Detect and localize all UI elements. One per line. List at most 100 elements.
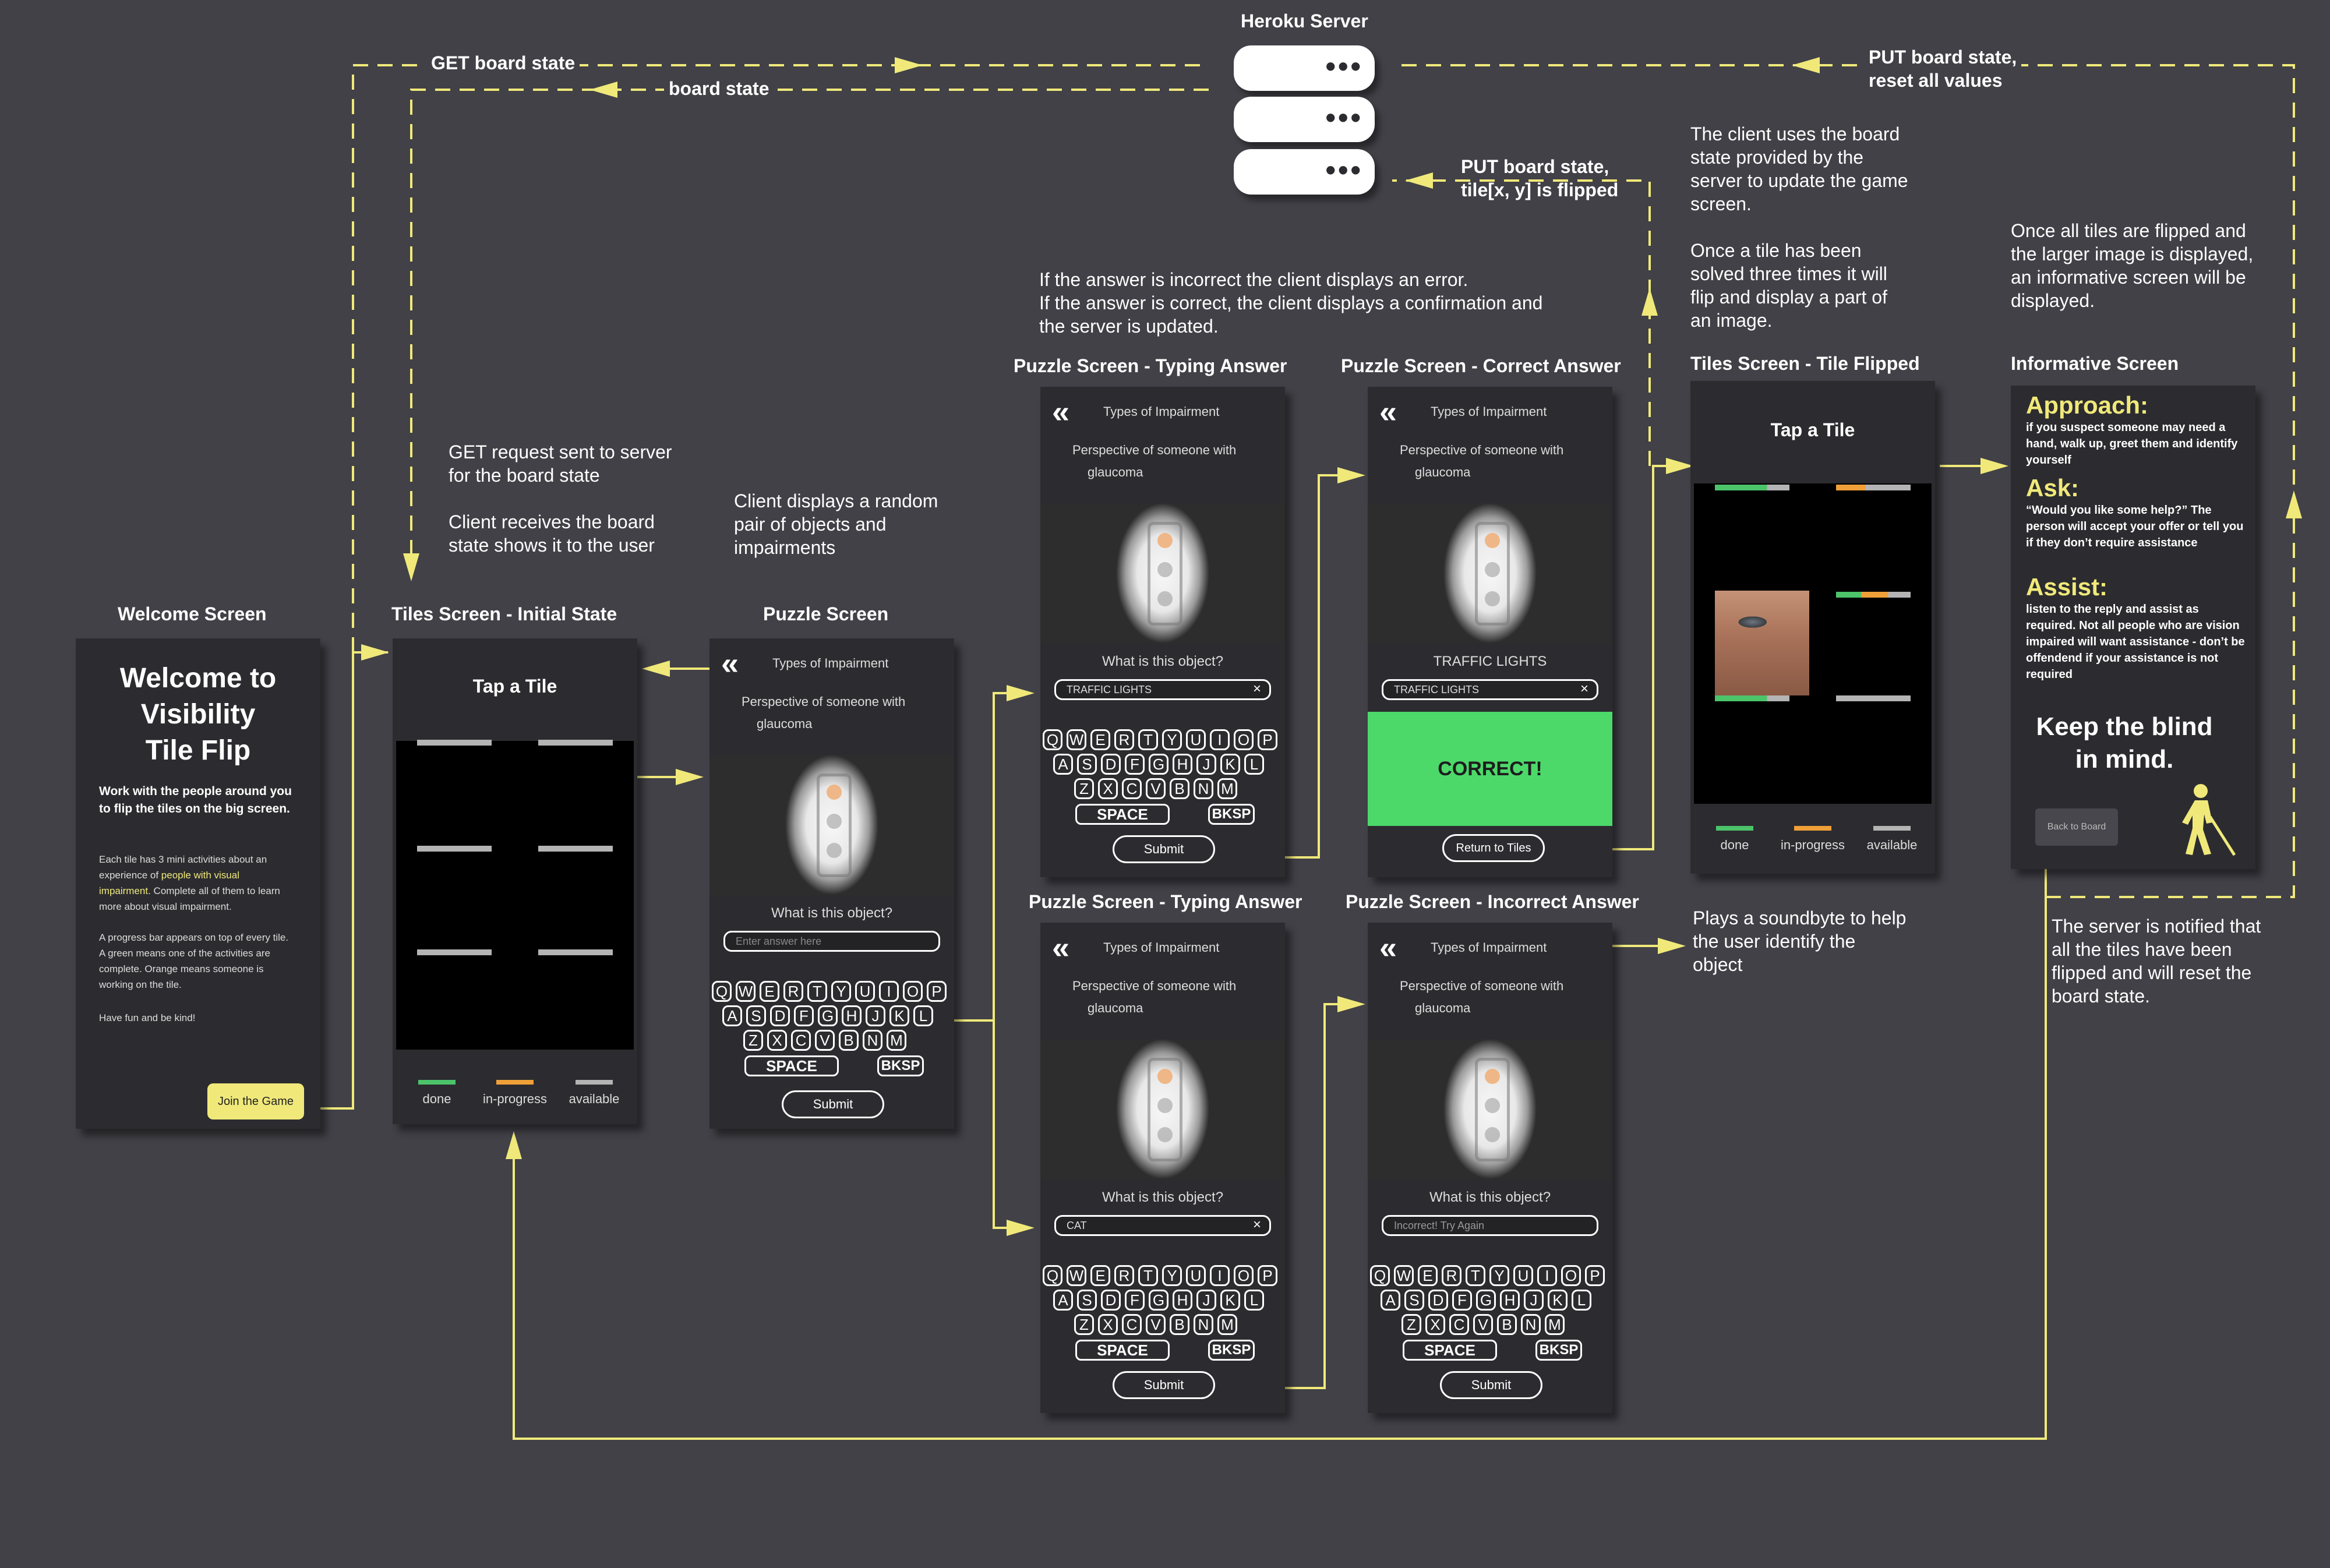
keyboard-key[interactable]: X bbox=[1098, 1314, 1118, 1335]
keyboard-key[interactable]: V bbox=[1146, 778, 1166, 799]
keyboard-key[interactable]: L bbox=[1572, 1290, 1591, 1311]
keyboard-key[interactable]: Z bbox=[1401, 1314, 1421, 1335]
keyboard-key[interactable]: K bbox=[1548, 1290, 1568, 1311]
keyboard-key[interactable]: N bbox=[1194, 1314, 1213, 1335]
back-to-board-button[interactable]: Back to Board bbox=[2035, 808, 2118, 846]
keyboard-key[interactable]: W bbox=[1067, 729, 1086, 750]
keyboard-key[interactable]: Y bbox=[1162, 1265, 1182, 1286]
keyboard-key[interactable]: Z bbox=[1074, 778, 1094, 799]
keyboard-key[interactable]: P bbox=[1258, 729, 1277, 750]
keyboard-space-key[interactable]: SPACE bbox=[1075, 1340, 1170, 1361]
keyboard-key[interactable]: K bbox=[1220, 1290, 1240, 1311]
keyboard-key[interactable]: Y bbox=[1162, 729, 1182, 750]
keyboard-key[interactable]: D bbox=[1101, 754, 1121, 775]
keyboard-space-key[interactable]: SPACE bbox=[744, 1055, 839, 1076]
keyboard-key[interactable]: Y bbox=[831, 981, 851, 1002]
keyboard-key[interactable]: G bbox=[1149, 754, 1168, 775]
keyboard-key[interactable]: B bbox=[1170, 1314, 1189, 1335]
keyboard-backspace-key[interactable]: BKSP bbox=[1208, 1340, 1255, 1361]
keyboard-key[interactable]: Y bbox=[1489, 1265, 1509, 1286]
keyboard-key[interactable]: U bbox=[1186, 1265, 1206, 1286]
keyboard-key[interactable]: S bbox=[1404, 1290, 1424, 1311]
keyboard-key[interactable]: C bbox=[1449, 1314, 1469, 1335]
keyboard-key[interactable]: V bbox=[1473, 1314, 1493, 1335]
keyboard-key[interactable]: O bbox=[1234, 1265, 1254, 1286]
keyboard-key[interactable]: F bbox=[794, 1005, 814, 1026]
submit-button[interactable]: Submit bbox=[782, 1090, 884, 1118]
keyboard-key[interactable]: N bbox=[1521, 1314, 1541, 1335]
keyboard-key[interactable]: V bbox=[815, 1030, 835, 1051]
keyboard-key[interactable]: E bbox=[760, 981, 779, 1002]
clear-x-icon[interactable]: × bbox=[1252, 1217, 1261, 1232]
keyboard-key[interactable]: K bbox=[889, 1005, 909, 1026]
keyboard-key[interactable]: B bbox=[1170, 778, 1189, 799]
back-chevron-icon[interactable]: « bbox=[1052, 930, 1069, 965]
keyboard-key[interactable]: A bbox=[722, 1005, 742, 1026]
keyboard-key[interactable]: S bbox=[1077, 754, 1097, 775]
keyboard-key[interactable]: P bbox=[1258, 1265, 1277, 1286]
return-to-tiles-button[interactable]: Return to Tiles bbox=[1442, 834, 1545, 862]
keyboard-key[interactable]: X bbox=[1425, 1314, 1445, 1335]
submit-button[interactable]: Submit bbox=[1113, 1371, 1215, 1399]
keyboard-key[interactable]: H bbox=[1500, 1290, 1520, 1311]
keyboard-key[interactable]: J bbox=[866, 1005, 885, 1026]
keyboard-key[interactable]: J bbox=[1196, 1290, 1216, 1311]
keyboard-key[interactable]: Q bbox=[1370, 1265, 1390, 1286]
keyboard-key[interactable]: C bbox=[1122, 1314, 1142, 1335]
keyboard-key[interactable]: H bbox=[1173, 1290, 1192, 1311]
keyboard-key[interactable]: V bbox=[1146, 1314, 1166, 1335]
keyboard-key[interactable]: E bbox=[1090, 1265, 1110, 1286]
keyboard-key[interactable]: G bbox=[818, 1005, 838, 1026]
keyboard-key[interactable]: R bbox=[1114, 1265, 1134, 1286]
keyboard-key[interactable]: K bbox=[1220, 754, 1240, 775]
keyboard-key[interactable]: P bbox=[1585, 1265, 1605, 1286]
keyboard-key[interactable]: J bbox=[1196, 754, 1216, 775]
join-game-button[interactable]: Join the Game bbox=[207, 1083, 304, 1120]
keyboard-key[interactable]: D bbox=[1428, 1290, 1448, 1311]
keyboard-key[interactable]: U bbox=[855, 981, 875, 1002]
keyboard-backspace-key[interactable]: BKSP bbox=[1535, 1340, 1582, 1361]
tiles-grid[interactable] bbox=[396, 741, 634, 1050]
back-chevron-icon[interactable]: « bbox=[1379, 394, 1397, 429]
keyboard-key[interactable]: P bbox=[927, 981, 947, 1002]
keyboard-key[interactable]: A bbox=[1053, 1290, 1073, 1311]
keyboard-key[interactable]: T bbox=[1138, 1265, 1158, 1286]
keyboard-key[interactable]: W bbox=[736, 981, 756, 1002]
keyboard-key[interactable]: Q bbox=[712, 981, 732, 1002]
keyboard-key[interactable]: I bbox=[1537, 1265, 1557, 1286]
keyboard-key[interactable]: G bbox=[1476, 1290, 1496, 1311]
keyboard-key[interactable]: F bbox=[1125, 754, 1145, 775]
keyboard-key[interactable]: Q bbox=[1043, 1265, 1062, 1286]
keyboard-key[interactable]: I bbox=[1210, 1265, 1230, 1286]
clear-x-icon[interactable]: × bbox=[1252, 681, 1261, 697]
keyboard-key[interactable]: O bbox=[1234, 729, 1254, 750]
keyboard-key[interactable]: Z bbox=[743, 1030, 763, 1051]
keyboard-key[interactable]: Z bbox=[1074, 1314, 1094, 1335]
submit-button[interactable]: Submit bbox=[1440, 1371, 1542, 1399]
keyboard-key[interactable]: T bbox=[1466, 1265, 1485, 1286]
keyboard-key[interactable]: R bbox=[1114, 729, 1134, 750]
keyboard-backspace-key[interactable]: BKSP bbox=[877, 1055, 924, 1076]
keyboard-key[interactable]: E bbox=[1090, 729, 1110, 750]
answer-input[interactable]: Enter answer here bbox=[723, 931, 940, 952]
keyboard-key[interactable]: T bbox=[807, 981, 827, 1002]
keyboard-key[interactable]: L bbox=[1244, 1290, 1264, 1311]
keyboard-key[interactable]: O bbox=[903, 981, 923, 1002]
keyboard-key[interactable]: M bbox=[1545, 1314, 1565, 1335]
answer-input[interactable]: TRAFFIC LIGHTS× bbox=[1054, 679, 1271, 700]
keyboard-key[interactable]: D bbox=[1101, 1290, 1121, 1311]
keyboard-key[interactable]: W bbox=[1067, 1265, 1086, 1286]
keyboard-key[interactable]: C bbox=[791, 1030, 811, 1051]
keyboard-key[interactable]: I bbox=[879, 981, 899, 1002]
keyboard-key[interactable]: U bbox=[1513, 1265, 1533, 1286]
keyboard-key[interactable]: I bbox=[1210, 729, 1230, 750]
answer-input[interactable]: Incorrect! Try Again bbox=[1382, 1215, 1598, 1236]
keyboard-key[interactable]: C bbox=[1122, 778, 1142, 799]
keyboard-backspace-key[interactable]: BKSP bbox=[1208, 804, 1255, 825]
keyboard-key[interactable]: D bbox=[770, 1005, 790, 1026]
keyboard-key[interactable]: A bbox=[1053, 754, 1073, 775]
keyboard-key[interactable]: R bbox=[783, 981, 803, 1002]
keyboard-space-key[interactable]: SPACE bbox=[1075, 804, 1170, 825]
keyboard-key[interactable]: Q bbox=[1043, 729, 1062, 750]
clear-x-icon[interactable]: × bbox=[1580, 681, 1588, 697]
